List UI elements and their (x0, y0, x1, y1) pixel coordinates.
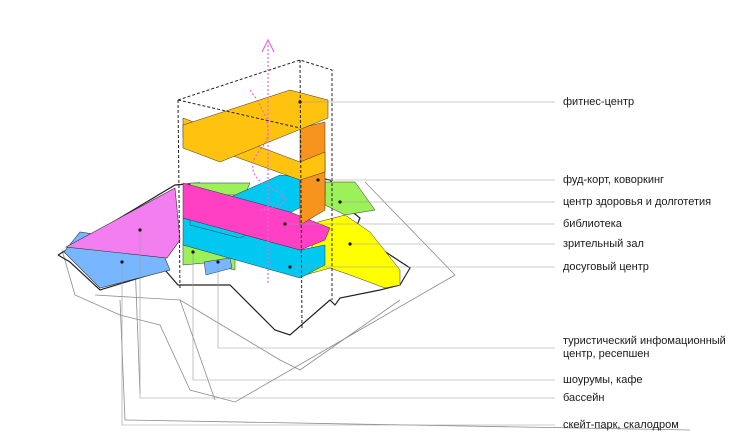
tower-outline (177, 59, 333, 331)
library-bar (182, 182, 331, 251)
auditorium-block (304, 214, 401, 289)
marker-dots (120, 100, 352, 269)
label-foodcourt: фуд-корт, коворкинг (563, 174, 665, 186)
skate-block (65, 187, 181, 259)
label-health: центр здоровья и долготетия (563, 196, 712, 208)
label-leisure: досуговый центр (563, 261, 649, 273)
label-tourist: туристический инфомационный центр, ресеп… (563, 335, 726, 360)
label-library: библиотека (563, 218, 622, 230)
leader-lines (121, 101, 555, 426)
label-fitness: фитнес-центр (563, 96, 635, 108)
label-showrooms: шоурумы, кафе (563, 374, 643, 386)
circulation-arrow (249, 38, 286, 285)
label-auditorium: зрительный зал (563, 238, 644, 250)
label-skate: скейт-парк, скалодром (563, 419, 679, 431)
label-pool: бассейн (563, 392, 605, 404)
fitness-bar-b (182, 89, 329, 163)
site-outline (61, 181, 691, 431)
